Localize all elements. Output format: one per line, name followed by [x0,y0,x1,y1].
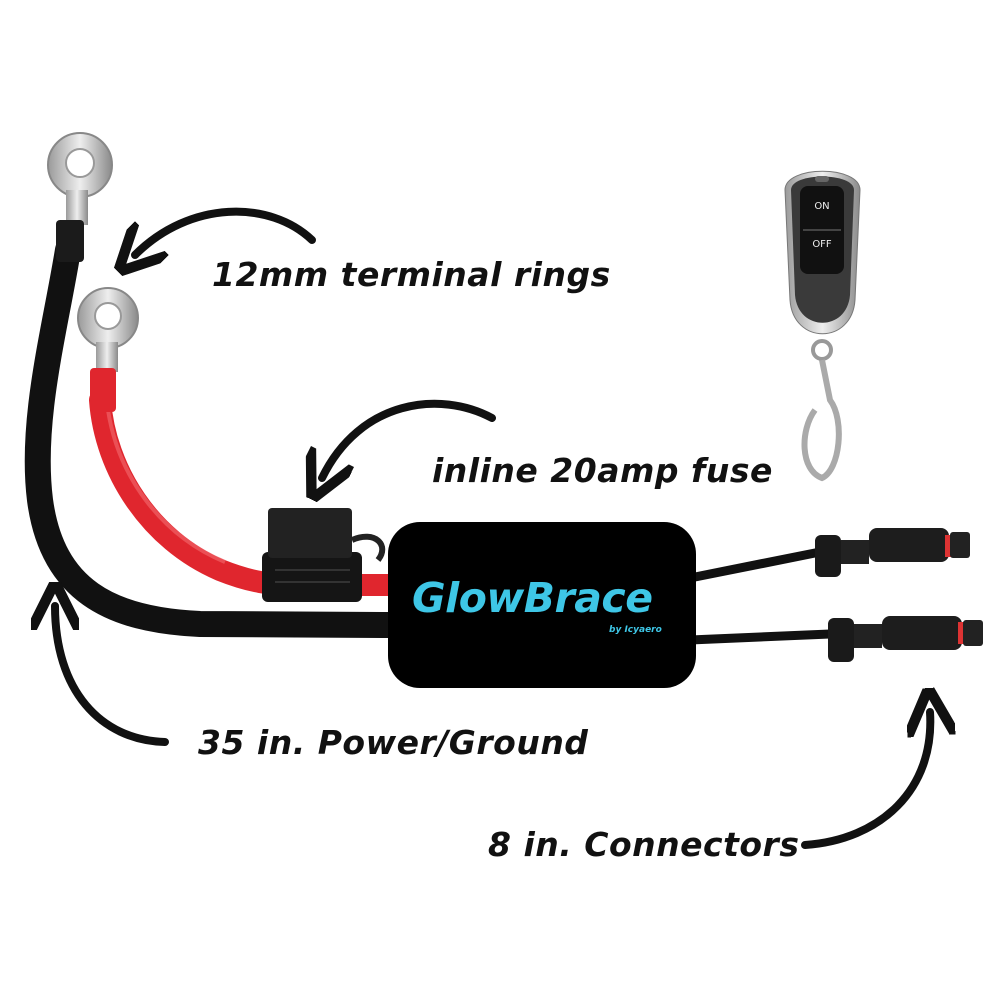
red-terminal-ring [77,287,139,412]
black-terminal-ring [47,132,113,262]
red-cable-highlight [106,409,226,564]
output-connector-top [815,528,970,577]
black-power-cable [24,237,405,638]
label-terminal-rings: 12mm terminal rings [212,255,611,294]
controller-module [388,522,696,688]
output-cable-bottom [689,629,831,645]
remote-on-button: ON [814,201,830,212]
label-inline-fuse: inline 20amp fuse [432,451,773,490]
arrow-connectors [801,712,930,849]
remote-control [784,170,861,482]
brand-logo: GlowBrace [412,574,653,622]
arrow-rings [135,207,316,255]
inline-fuse-holder [262,508,386,602]
output-cable-top [689,547,821,583]
arrow-power [55,606,169,746]
label-power-ground: 35 in. Power/Ground [198,723,589,762]
arrow-fuse [322,399,496,478]
brand-subtitle: by Icyaero [609,625,662,635]
label-connectors: 8 in. Connectors [488,825,800,864]
remote-off-button: OFF [812,239,832,250]
output-connector-bottom [828,616,983,662]
